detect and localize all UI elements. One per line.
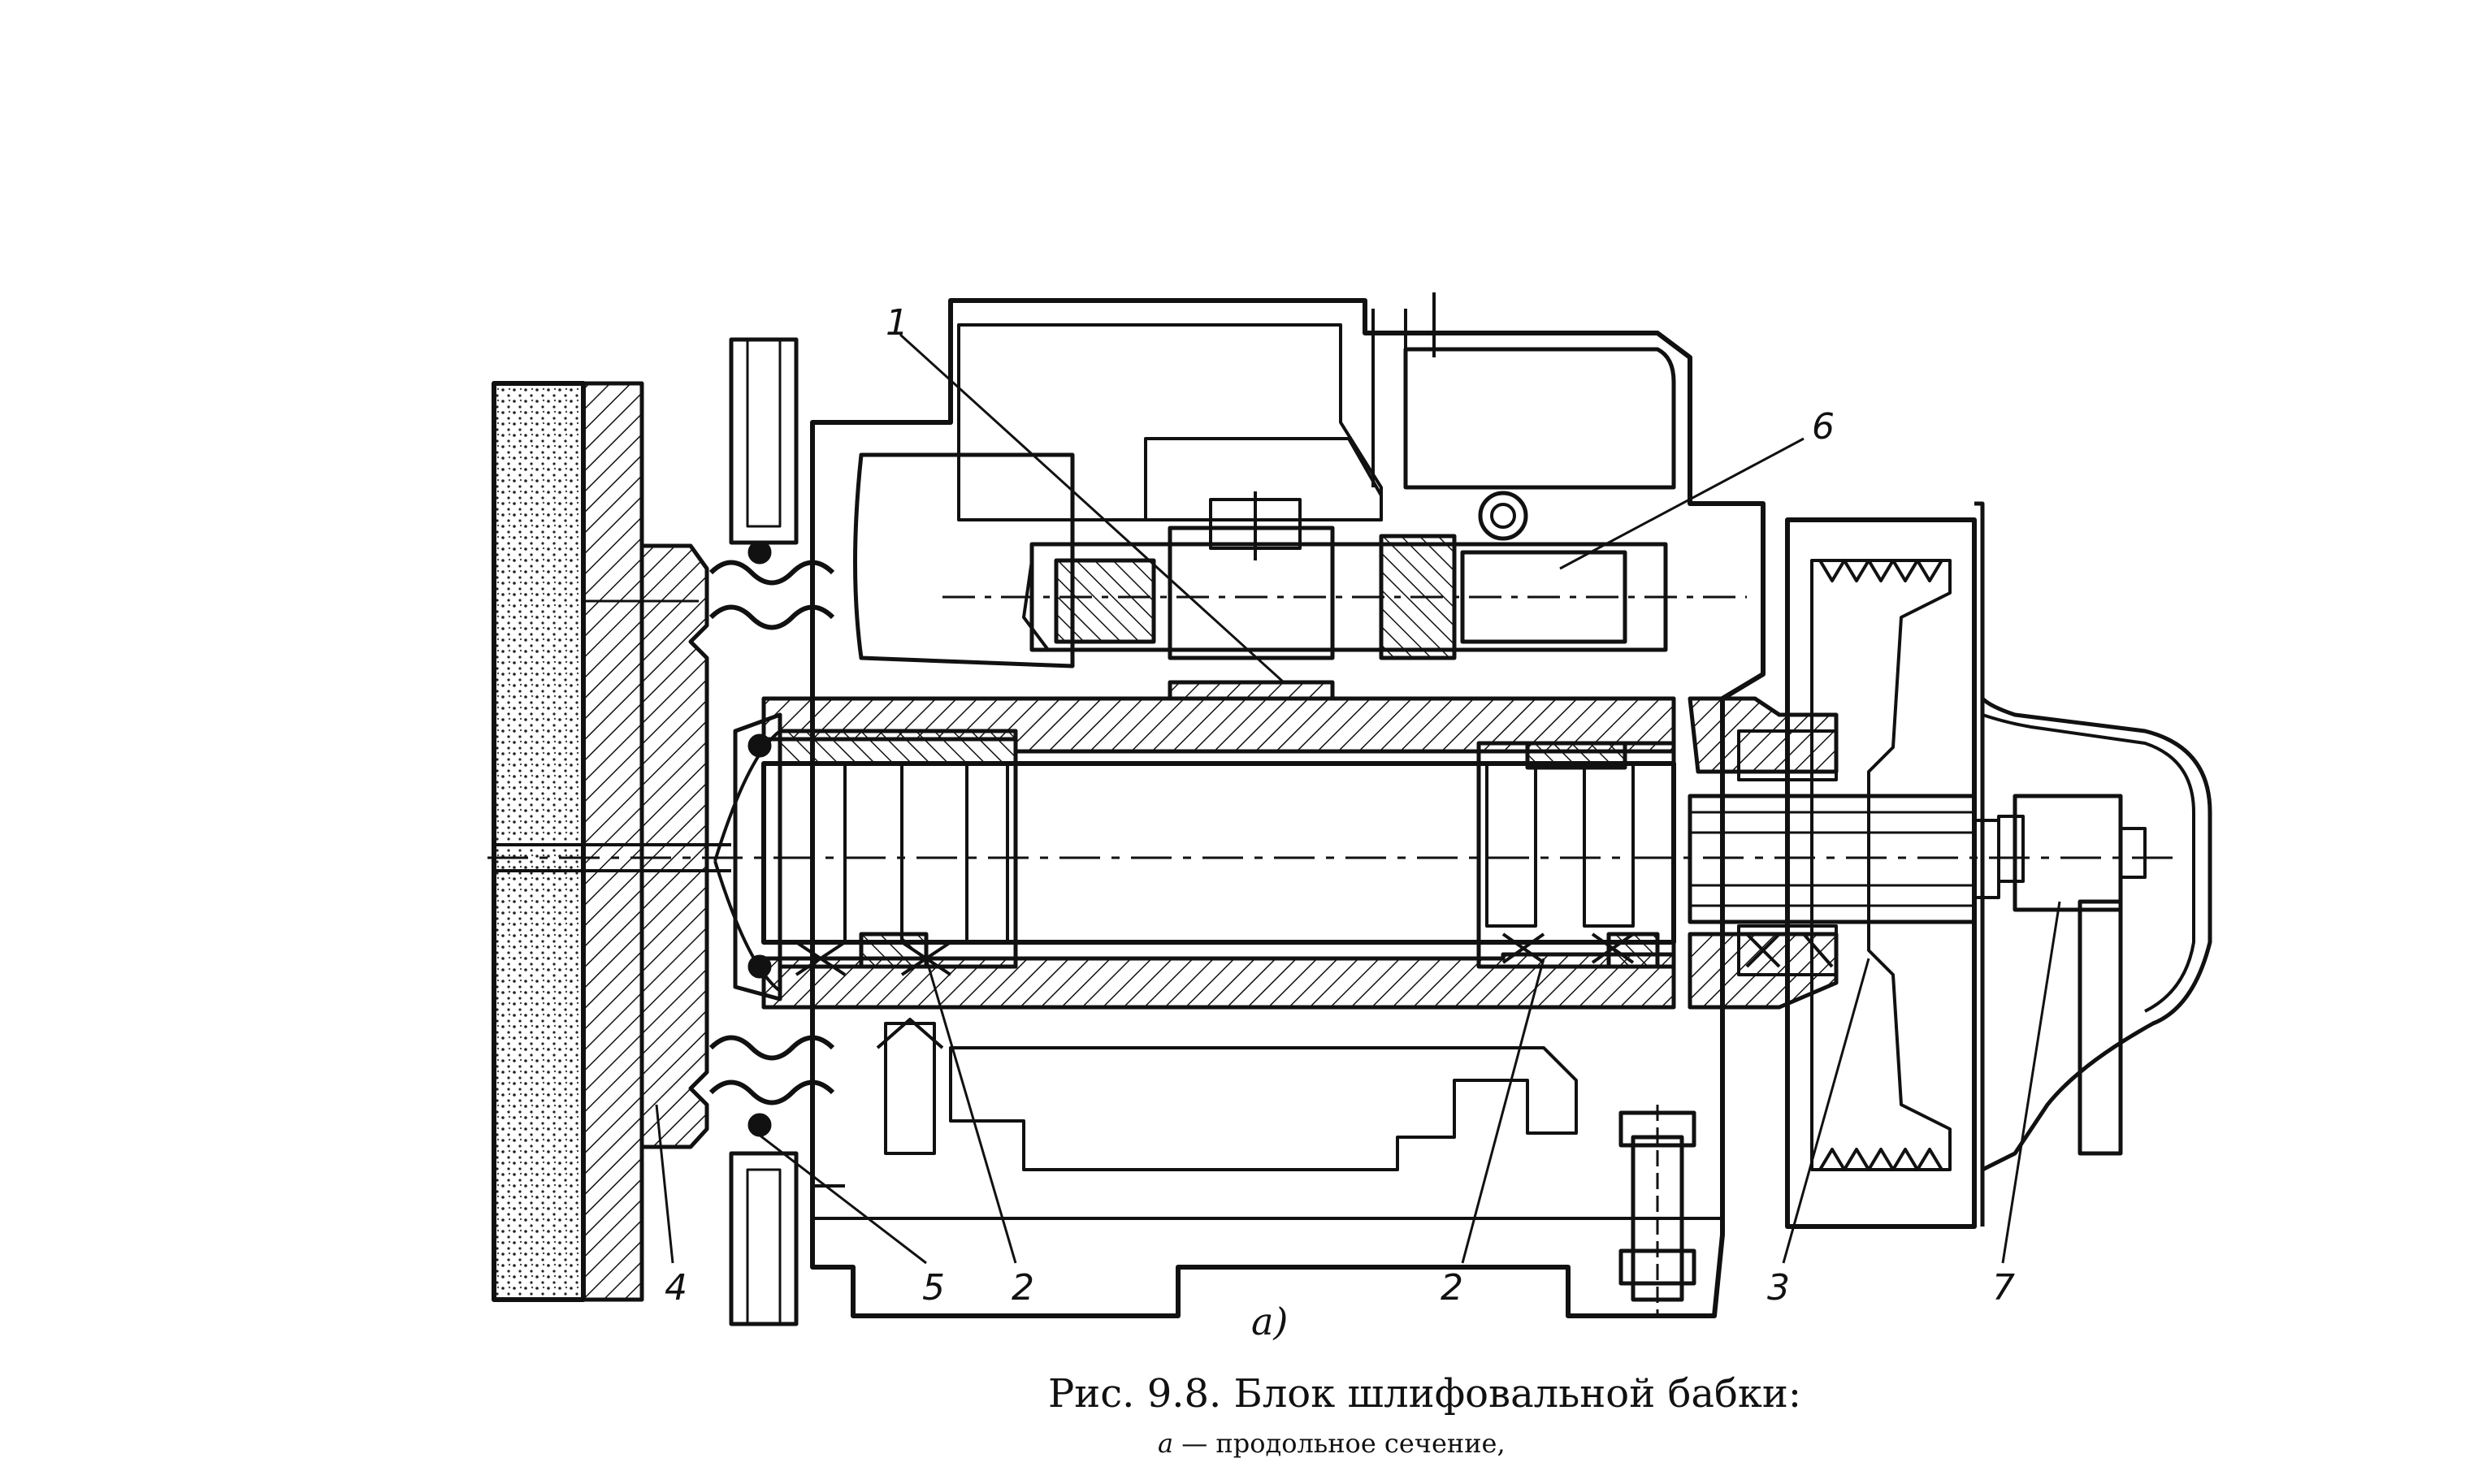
callout-label: 6 <box>1812 406 1835 448</box>
callout-label: 2 <box>1441 1267 1463 1309</box>
wheel-flange <box>581 381 644 1302</box>
figure-caption-subtitle: а — продольное сечение, <box>1158 1428 1506 1459</box>
grinding-wheel <box>492 381 586 1302</box>
callout-label: 2 <box>1012 1267 1034 1309</box>
figure-caption-title: Рис. 9.8. Блок шлифовальной бабки: <box>1048 1371 1802 1417</box>
callout-label: 3 <box>1767 1267 1790 1309</box>
front-bearing <box>778 729 1018 969</box>
callout-label: 1 <box>886 302 908 344</box>
callout-label: 7 <box>1992 1267 2015 1309</box>
callout-label: 5 <box>922 1267 945 1309</box>
caption-sub-text: — продольное сечение, <box>1173 1428 1506 1459</box>
callout-label: 4 <box>665 1267 687 1309</box>
housing <box>810 298 1766 1318</box>
view-label: а) <box>1251 1300 1289 1343</box>
caption-sub-letter: а <box>1158 1428 1174 1459</box>
sensor-bracket <box>2013 794 2123 912</box>
belt-pulley <box>1785 517 1977 1229</box>
